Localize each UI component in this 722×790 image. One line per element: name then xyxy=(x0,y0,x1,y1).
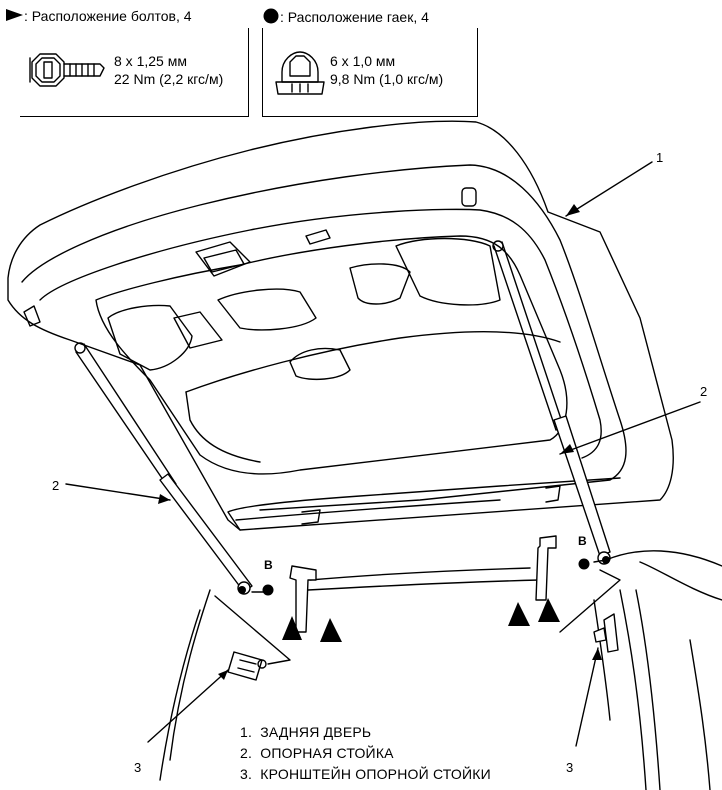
rear-door xyxy=(7,120,674,531)
left-hinge xyxy=(289,509,321,633)
bolt-marker-icon xyxy=(282,616,302,640)
right-hinge xyxy=(535,485,561,601)
part-number: 2. xyxy=(240,745,253,761)
legend-bolts-label: Расположение болтов, 4 xyxy=(31,8,192,24)
part-name: ОПОРНАЯ СТОЙКА xyxy=(260,745,394,761)
part-name: КРОНШТЕЙН ОПОРНОЙ СТОЙКИ xyxy=(260,766,491,782)
bolt-marker-icon xyxy=(320,618,342,642)
nut-marker-icon xyxy=(238,586,246,594)
callout-b-right: B xyxy=(578,534,587,548)
legend-bolts-box xyxy=(20,28,249,117)
callout-1: 1 xyxy=(656,150,664,165)
left-strut-bracket xyxy=(227,651,267,681)
callout-3-left: 3 xyxy=(134,760,142,775)
bolt-triangle-icon xyxy=(6,9,23,21)
nut-marker-icon xyxy=(602,556,610,564)
legend-bolts-title: : Расположение болтов, 4 xyxy=(4,8,192,24)
part-name: ЗАДНЯЯ ДВЕРЬ xyxy=(260,724,372,740)
bolt-icon xyxy=(29,53,105,87)
nut-icon xyxy=(275,51,325,95)
nut-spec: 6 x 1,0 мм 9,8 Nm (1,0 кгс/м) xyxy=(330,52,443,88)
leader-lines xyxy=(65,161,701,747)
part-number: 1. xyxy=(240,724,253,740)
parts-list: 1. ЗАДНЯЯ ДВЕРЬ 2. ОПОРНАЯ СТОЙКА 3. КРО… xyxy=(240,722,491,785)
callout-b-left: B xyxy=(264,558,273,572)
legend-colon: : xyxy=(24,8,28,24)
right-strut-bracket xyxy=(593,613,619,653)
nut-torque: 9,8 Nm (1,0 кгс/м) xyxy=(330,71,444,87)
bolt-marker-icon xyxy=(538,598,560,622)
bolt-torque: 22 Nm (2,2 кгс/м) xyxy=(114,71,224,87)
nut-size: 6 x 1,0 мм xyxy=(330,53,396,69)
legend-nuts-title: : Расположение гаек, 4 xyxy=(262,8,429,25)
body-opening xyxy=(159,550,722,790)
legend-colon: : xyxy=(280,9,284,25)
bolt-spec: 8 x 1,25 мм 22 Nm (2,2 кгс/м) xyxy=(114,52,223,88)
part-number: 3. xyxy=(240,766,253,782)
bolt-size: 8 x 1,25 мм xyxy=(114,53,187,69)
nut-marker-icon xyxy=(578,558,590,570)
nut-marker-icon xyxy=(262,584,274,596)
callout-2-right: 2 xyxy=(700,384,708,399)
parts-list-item: 1. ЗАДНЯЯ ДВЕРЬ xyxy=(240,722,491,743)
parts-list-item: 2. ОПОРНАЯ СТОЙКА xyxy=(240,743,491,764)
bolt-marker-icon xyxy=(508,602,530,626)
callout-2-left: 2 xyxy=(52,478,60,493)
legend-nuts-label: Расположение гаек, 4 xyxy=(287,9,429,25)
legend-nuts-box xyxy=(262,28,478,117)
callout-3-right: 3 xyxy=(566,760,574,775)
leader-arrowheads xyxy=(158,204,602,680)
nut-circle-icon xyxy=(263,8,279,24)
parts-list-item: 3. КРОНШТЕЙН ОПОРНОЙ СТОЙКИ xyxy=(240,764,491,785)
